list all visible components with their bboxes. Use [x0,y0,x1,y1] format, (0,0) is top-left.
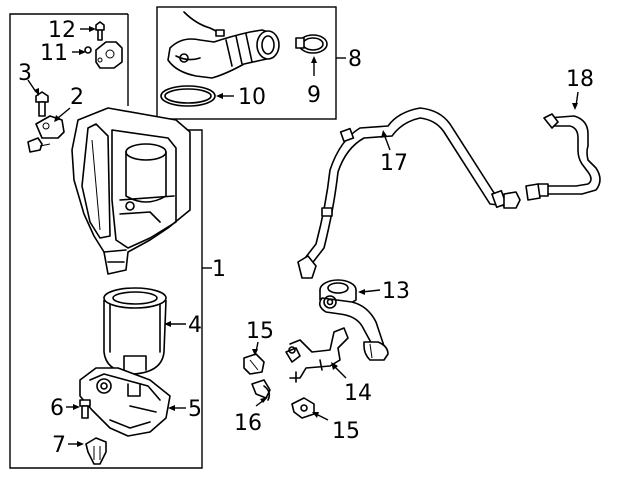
callout-11: 11 [40,41,68,66]
part-11-sensor [84,41,123,69]
part-10-intake-duct [167,11,280,79]
callout-18: 18 [566,67,594,92]
group-bracket-1 [9,13,203,469]
callout-3: 3 [18,61,32,86]
part-5-lower-cover [79,367,171,437]
callout-7: 7 [52,433,66,458]
part-1-air-cleaner-housing [71,107,191,275]
callout-5: 5 [188,397,202,422]
callout-17: 17 [380,151,408,176]
part-7-clip [85,437,107,465]
part-4-filter-element [103,287,167,375]
part-18-hose [525,113,601,201]
part-15-clip-upper [243,353,265,375]
part-12-bolt [95,21,105,41]
leaders [27,26,579,447]
callout-8: 8 [348,47,362,72]
part-14-bracket [285,327,349,383]
group-box-8 [156,6,337,120]
part-16-clip [251,379,271,401]
callout-6: 6 [50,396,64,421]
part-13-valve [318,279,389,361]
callout-12: 12 [48,18,76,43]
part-17-hose [297,107,521,279]
callout-14: 14 [344,381,372,406]
callout-2: 2 [70,85,84,110]
callout-13: 13 [382,279,410,304]
callout-16: 16 [234,411,262,436]
callout-9: 9 [307,83,321,108]
callout-1: 1 [212,257,226,282]
part-3-bolt [35,91,49,117]
part-2-bracket [27,115,65,153]
callout-10: 10 [238,85,266,110]
part-10-ring [160,85,216,107]
part-9-clamp [295,34,328,54]
callout-4: 4 [188,313,202,338]
part-6-bolt [79,399,91,419]
callout-15-upper: 15 [246,319,274,344]
part-15-clip-lower [291,397,315,419]
callout-15-lower: 15 [332,419,360,444]
